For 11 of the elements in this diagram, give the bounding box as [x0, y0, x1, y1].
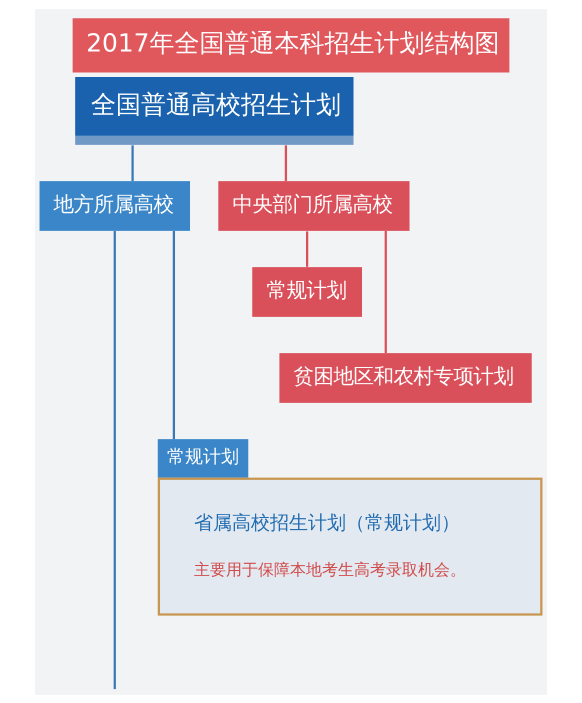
diagram-title: 2017年全国普通本科招生计划结构图 — [86, 28, 500, 58]
node-box: 地方所属高校 — [40, 180, 190, 230]
node-box: 常规计划 — [252, 266, 362, 316]
node-box: 贫困地区和农村专项计划 — [279, 352, 532, 402]
connector — [114, 230, 116, 689]
connector — [284, 144, 288, 181]
connector — [131, 144, 134, 181]
connector — [172, 230, 176, 439]
connector — [306, 230, 308, 266]
node-box: 中央部门所属高校 — [218, 180, 410, 230]
connector — [384, 230, 387, 352]
